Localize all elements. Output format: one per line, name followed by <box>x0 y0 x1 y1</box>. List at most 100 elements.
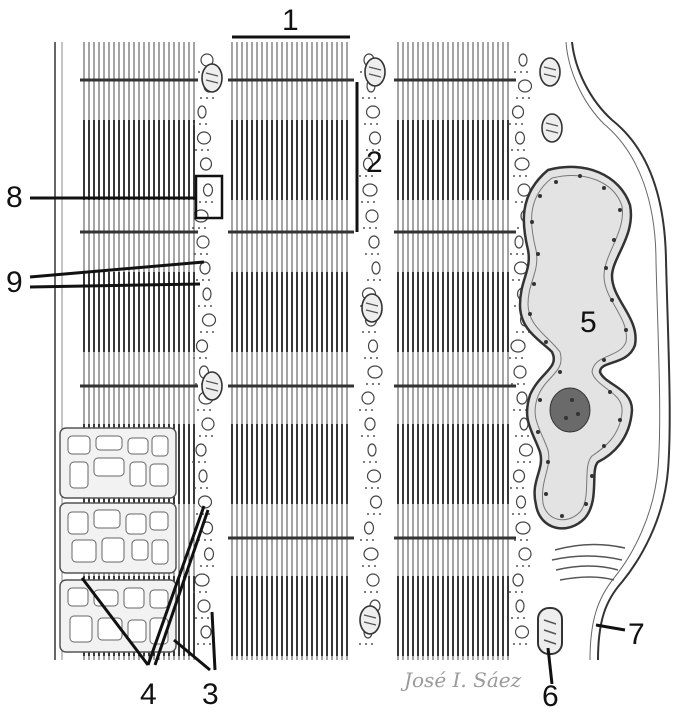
glycogen-granule <box>514 539 516 541</box>
glycogen-granule <box>521 591 523 593</box>
label-8: 8 <box>6 181 23 214</box>
mitochondrion <box>359 605 381 635</box>
glycogen-granule <box>515 435 517 437</box>
chromatin-dot <box>576 412 580 416</box>
vesicle <box>194 573 210 587</box>
glycogen-granule <box>378 383 380 385</box>
glycogen-granule <box>376 591 378 593</box>
glycogen-granule <box>193 591 195 593</box>
chromatin-dot <box>604 266 608 270</box>
label-4: 4 <box>140 678 157 711</box>
glycogen-granule <box>196 513 198 515</box>
glycogen-granule <box>362 565 364 567</box>
glycogen-granule <box>364 357 366 359</box>
vesicle <box>203 547 215 561</box>
glycogen-granule <box>521 435 523 437</box>
sarcolemma-right-inner <box>565 41 661 661</box>
glycogen-granule <box>368 97 370 99</box>
glycogen-granule <box>527 435 529 437</box>
glycogen-granule <box>205 591 207 593</box>
glycogen-granule <box>195 149 197 151</box>
glycogen-granule <box>366 383 368 385</box>
chromatin-dot <box>578 174 582 178</box>
glycogen-granule <box>195 617 197 619</box>
chromatin-dot <box>544 340 548 344</box>
glycogen-granule <box>521 357 523 359</box>
glycogen-granule <box>378 149 380 151</box>
glycogen-granule <box>205 201 207 203</box>
vesicle <box>199 261 211 275</box>
chromatin-dot <box>554 180 558 184</box>
glycogen-granule <box>367 435 369 437</box>
vesicle <box>195 339 209 353</box>
glycogen-granule <box>208 513 210 515</box>
glycogen-granule <box>509 123 511 125</box>
vesicle <box>197 105 207 119</box>
glycogen-granule <box>360 539 362 541</box>
glycogen-granule <box>523 617 525 619</box>
vesicle <box>363 547 379 561</box>
glycogen-granule <box>367 513 369 515</box>
glycogen-granule <box>206 487 208 489</box>
glycogen-granule <box>375 461 377 463</box>
vesicle <box>514 625 530 639</box>
glycogen-granule <box>208 279 210 281</box>
label-7: 7 <box>628 618 645 651</box>
glycogen-granule <box>522 565 524 567</box>
glycogen-granule <box>373 201 375 203</box>
glycogen-granule <box>513 175 515 177</box>
glycogen-granule <box>526 539 528 541</box>
chromatin-dot <box>608 390 612 394</box>
vesicle <box>195 443 207 457</box>
leader-4b <box>146 505 206 666</box>
mitochondrion <box>201 63 223 93</box>
vesicle <box>367 443 377 457</box>
glycogen-granule <box>373 513 375 515</box>
vesicle <box>199 157 213 171</box>
glycogen-granule <box>199 435 201 437</box>
glycogen-granule <box>369 227 371 229</box>
vesicle <box>367 365 383 379</box>
glycogen-granule <box>514 305 516 307</box>
vesicle <box>196 131 212 145</box>
glycogen-granule <box>374 331 376 333</box>
glycogen-granule <box>516 487 518 489</box>
chromatin-dot <box>558 370 562 374</box>
label-5: 5 <box>580 306 597 339</box>
glycogen-granule <box>201 617 203 619</box>
glycogen-granule <box>376 357 378 359</box>
glycogen-granule <box>364 591 366 593</box>
glycogen-granule <box>209 643 211 645</box>
glycogen-granule <box>521 123 523 125</box>
vesicle <box>197 599 211 613</box>
leader-3b <box>210 611 217 671</box>
glycogen-granule <box>365 253 367 255</box>
leader-4c <box>153 509 210 666</box>
nucleus-inner-membrane <box>527 175 627 521</box>
sarcolemma-right <box>571 41 671 661</box>
leader-3a <box>173 638 211 672</box>
vesicle <box>365 105 381 119</box>
glycogen-granule <box>362 331 364 333</box>
glycogen-granule <box>209 409 211 411</box>
glycogen-granule <box>198 305 200 307</box>
glycogen-granule <box>379 513 381 515</box>
glycogen-granule <box>517 149 519 151</box>
mitochondrion <box>201 371 223 401</box>
vesicle <box>515 495 527 509</box>
glycogen-granule <box>516 565 518 567</box>
vesicle <box>518 443 534 457</box>
glycogen-granule <box>517 461 519 463</box>
glycogen-granule <box>197 643 199 645</box>
glycogen-granule <box>509 357 511 359</box>
glycogen-granule <box>371 409 373 411</box>
glycogen-granule <box>365 487 367 489</box>
glycogen-granule <box>516 331 518 333</box>
chromatin-dot <box>544 492 548 496</box>
vesicle <box>518 53 528 67</box>
glycogen-granule <box>525 175 527 177</box>
glycogen-granule <box>368 565 370 567</box>
vesicle <box>368 131 382 145</box>
glycogen-granule <box>207 617 209 619</box>
glycogen-granule <box>365 175 367 177</box>
